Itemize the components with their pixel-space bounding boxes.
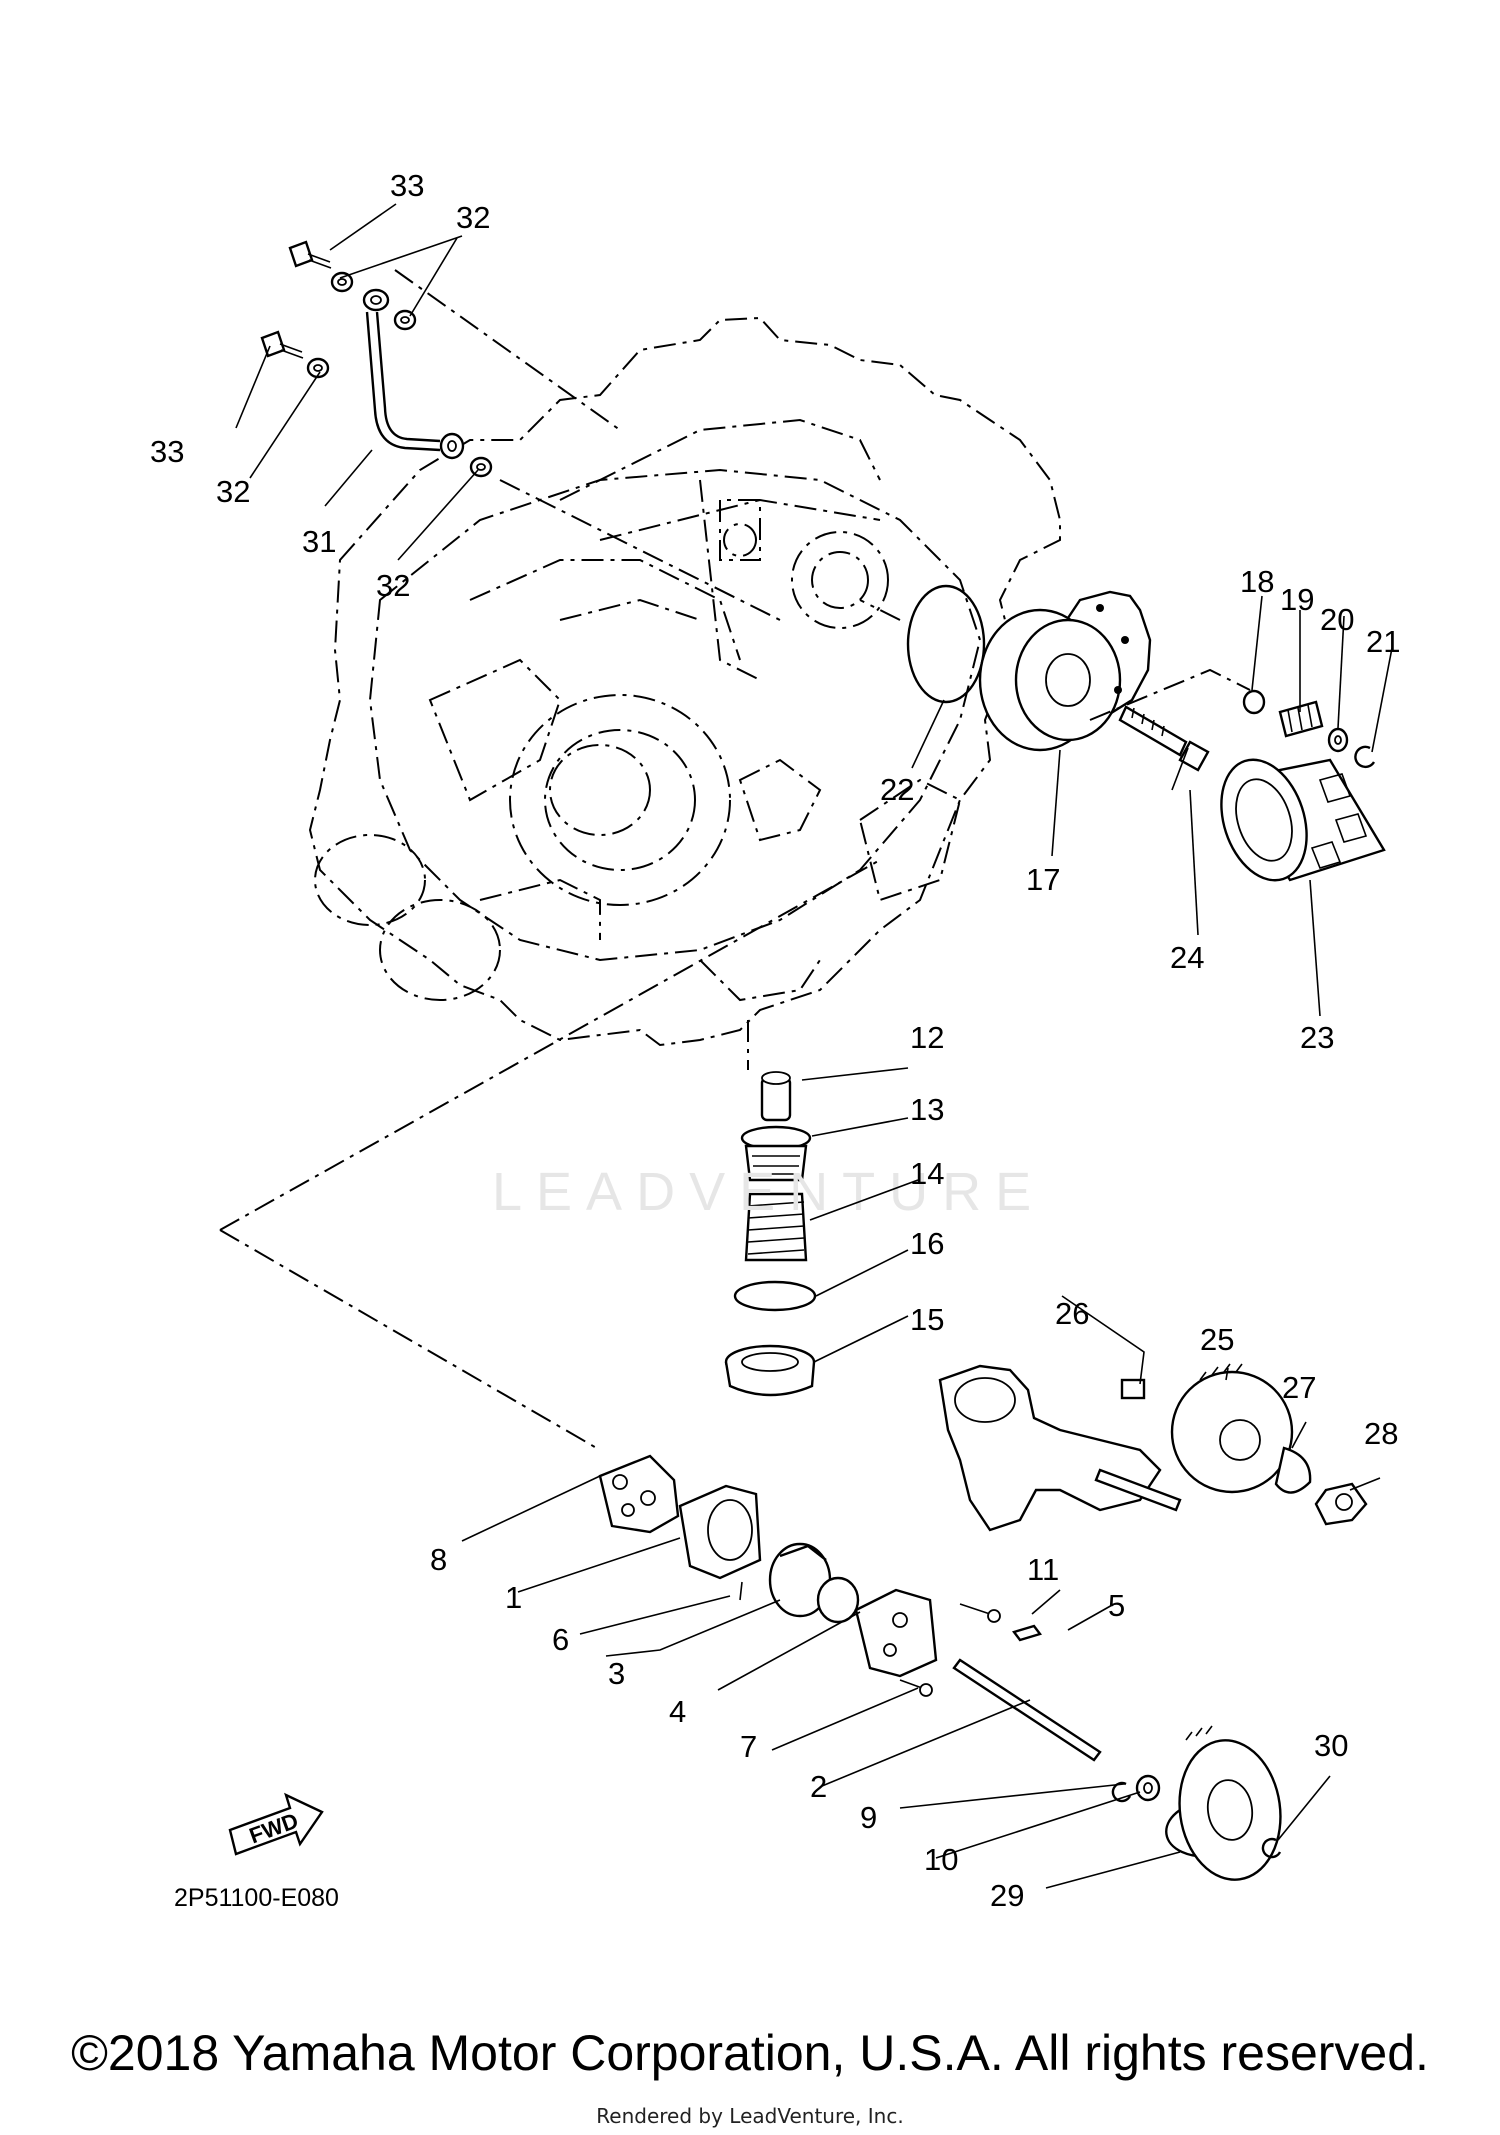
callout-20: 20 — [1320, 602, 1354, 637]
callout-31: 31 — [302, 524, 336, 559]
callout-15-16-a: 16 — [910, 1226, 944, 1261]
callout-27: 27 — [1282, 1370, 1316, 1405]
watermark-text: LEADVENTURE — [492, 1162, 1045, 1222]
oil-pump-shape — [598, 1454, 1102, 1762]
o-ring-22-shape — [906, 584, 986, 704]
strainer-stack-shape — [724, 1020, 817, 1397]
callout-22: 22 — [880, 772, 914, 807]
callout-32-bottom: 32 — [376, 568, 410, 603]
copyright-notice: ©2018 Yamaha Motor Corporation, U.S.A. A… — [71, 2025, 1429, 2081]
pump-drive-gear-shape — [1111, 1725, 1282, 1881]
oil-pipe-assembly — [260, 240, 781, 621]
callout-19: 19 — [1280, 582, 1314, 617]
callout-33-top: 33 — [390, 168, 424, 203]
callout-32-left: 32 — [216, 474, 250, 509]
callout-3: 3 — [608, 1656, 625, 1691]
callout-29: 29 — [990, 1878, 1024, 1913]
filter-cover-shape — [978, 590, 1152, 752]
callout-5: 5 — [1108, 1588, 1125, 1623]
callout-12: 12 — [910, 1020, 944, 1055]
callout-6: 6 — [552, 1622, 569, 1657]
callout-13: 13 — [910, 1092, 944, 1127]
callout-24: 24 — [1170, 940, 1204, 975]
callout-30: 30 — [1314, 1728, 1348, 1763]
callout-8: 8 — [430, 1542, 447, 1577]
diagram-code: 2P51100-E080 — [174, 1884, 339, 1912]
callout-labels: 1 2 3 4 5 6 7 8 9 10 11 12 13 14 16 15 1… — [150, 168, 1400, 1913]
callout-17: 17 — [1026, 862, 1060, 897]
callout-1: 1 — [505, 1580, 522, 1615]
callout-7: 7 — [740, 1729, 757, 1764]
callout-14: 14 — [910, 1156, 944, 1191]
fwd-arrow-icon: FWD — [228, 1792, 324, 1856]
callout-4: 4 — [669, 1694, 686, 1729]
leader-lines — [235, 203, 1393, 1889]
callout-32-top: 32 — [456, 200, 490, 235]
callout-11: 11 — [1027, 1552, 1059, 1587]
relief-small-parts — [1089, 668, 1376, 769]
callout-21: 21 — [1366, 624, 1400, 659]
callout-10: 10 — [924, 1842, 958, 1877]
callout-23: 23 — [1300, 1020, 1334, 1055]
callout-9: 9 — [860, 1800, 877, 1835]
water-pump-shape — [938, 1363, 1368, 1532]
callout-2: 2 — [810, 1769, 827, 1804]
callout-18: 18 — [1240, 564, 1274, 599]
rendered-by-credit: Rendered by LeadVenture, Inc. — [596, 2104, 904, 2128]
callout-26: 26 — [1055, 1296, 1089, 1331]
callout-28: 28 — [1364, 1416, 1398, 1451]
callout-25: 25 — [1200, 1322, 1234, 1357]
crankcase-outline — [308, 316, 1061, 1047]
callout-15: 15 — [910, 1302, 944, 1337]
fwd-label: FWD — [246, 1808, 302, 1849]
callout-33-left: 33 — [150, 434, 184, 469]
filter-bolt-shape — [1118, 705, 1210, 791]
oil-filter-shape — [1220, 758, 1386, 882]
